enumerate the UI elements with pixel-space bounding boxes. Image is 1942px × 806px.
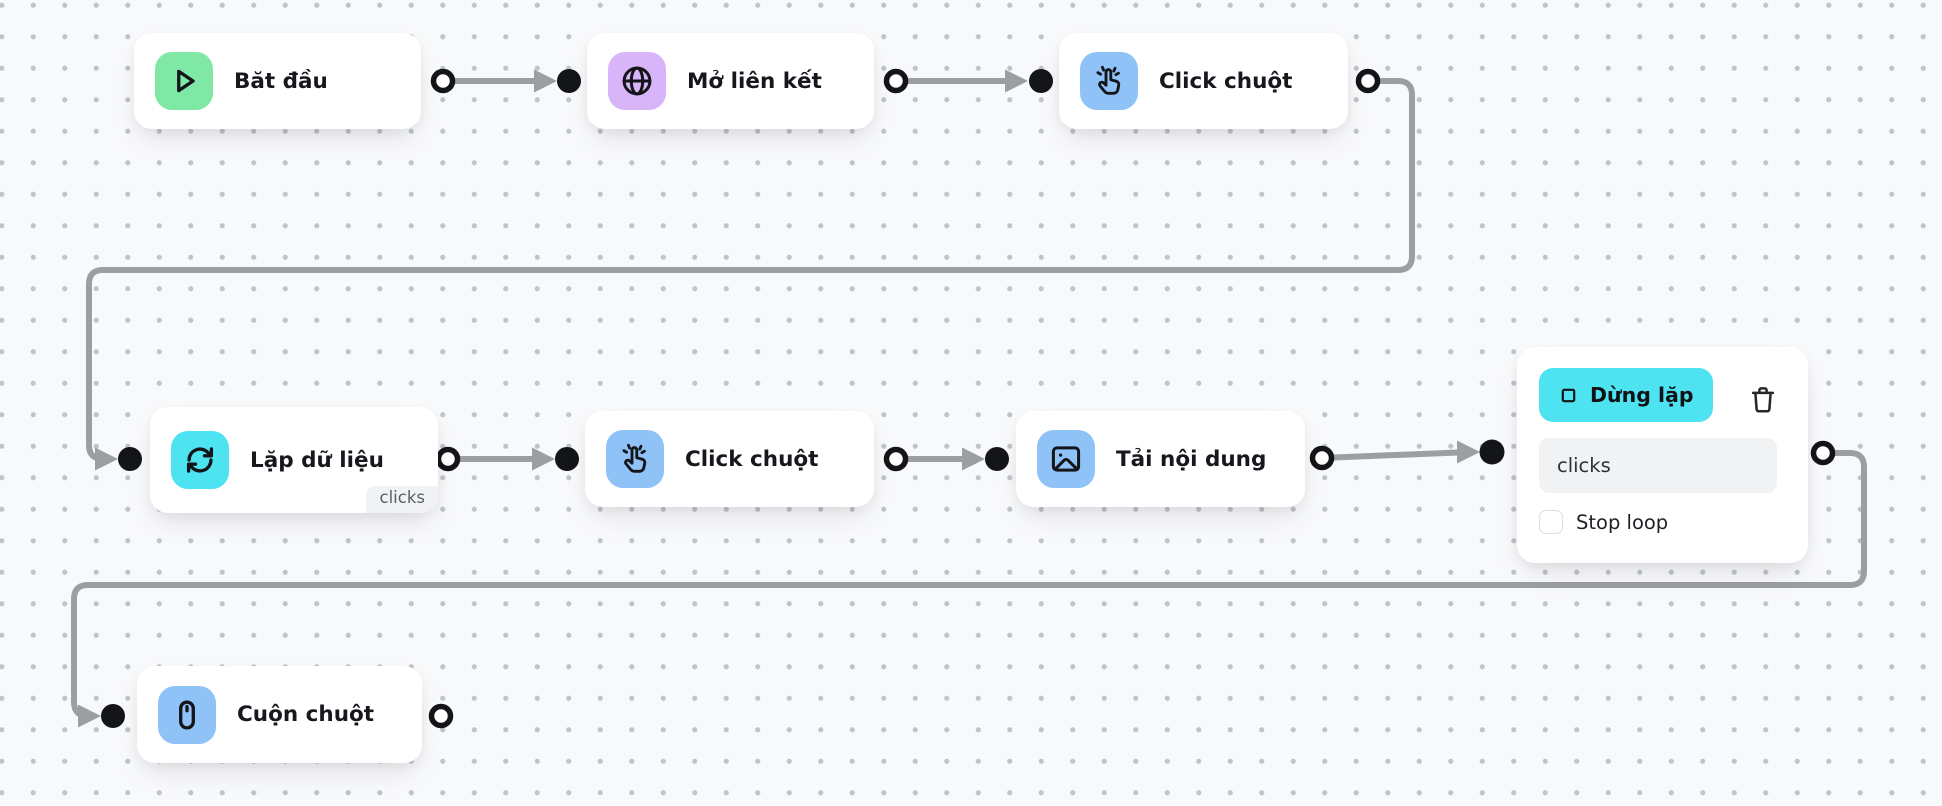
input-port-loop[interactable] [118, 447, 142, 471]
loop-variable-badge: clicks [365, 485, 438, 513]
node-title: Mở liên kết [687, 68, 822, 94]
edge-click1-loop [86, 78, 1415, 462]
output-port-openlink[interactable] [883, 68, 909, 94]
arrowhead-icon [532, 447, 555, 471]
edge-download-stoploop [1321, 449, 1459, 461]
node-start[interactable]: Băt đầu [134, 33, 421, 129]
output-port-start[interactable] [430, 68, 456, 94]
arrowhead-icon [78, 704, 101, 728]
trash-icon [1751, 387, 1775, 413]
node-title: Click chuột [685, 446, 819, 472]
arrowhead-icon [534, 69, 557, 93]
input-port-stoploop[interactable] [1479, 439, 1505, 465]
output-port-click1[interactable] [1355, 68, 1381, 94]
input-port-click2[interactable] [555, 447, 579, 471]
output-port-loop[interactable] [435, 446, 461, 472]
tap-icon [606, 430, 664, 488]
image-icon [1037, 430, 1095, 488]
node-click-1[interactable]: Click chuột [1059, 33, 1348, 129]
node-title: Tải nội dung [1116, 446, 1267, 472]
play-icon [155, 52, 213, 110]
input-port-scroll[interactable] [101, 704, 125, 728]
output-port-stoploop[interactable] [1810, 440, 1836, 466]
node-stop-loop[interactable]: Dừng lặp Stop loop [1517, 347, 1808, 563]
output-port-download[interactable] [1309, 445, 1335, 471]
output-port-click2[interactable] [883, 446, 909, 472]
stop-loop-checkbox-label: Stop loop [1576, 510, 1669, 534]
node-title: Click chuột [1159, 68, 1293, 94]
loop-id-input[interactable] [1539, 438, 1777, 493]
node-download-content[interactable]: Tải nội dung [1016, 411, 1305, 507]
node-scroll-mouse[interactable]: Cuộn chuột [137, 666, 422, 763]
input-port-download[interactable] [985, 447, 1009, 471]
node-title: Băt đầu [234, 68, 328, 94]
tap-icon [1080, 52, 1138, 110]
arrowhead-icon [1005, 69, 1028, 93]
loop-icon [171, 431, 229, 489]
arrowhead-icon [95, 447, 118, 471]
delete-node-button[interactable] [1747, 382, 1781, 416]
node-title: Cuộn chuột [237, 702, 375, 727]
node-loop-data[interactable]: Lặp dữ liệu clicks [150, 407, 438, 513]
stop-loop-checkbox[interactable] [1539, 510, 1563, 534]
arrowhead-icon [1457, 440, 1480, 464]
mouse-icon [158, 685, 216, 744]
arrowhead-icon [962, 447, 985, 471]
stop-loop-button[interactable]: Dừng lặp [1539, 368, 1713, 422]
globe-icon [608, 52, 666, 110]
stop-square-icon [1561, 388, 1576, 402]
node-click-2[interactable]: Click chuột [585, 411, 874, 507]
output-port-scroll[interactable] [428, 703, 454, 729]
node-title: Lặp dữ liệu [250, 447, 384, 473]
input-port-openlink[interactable] [557, 69, 581, 93]
stop-loop-button-label: Dừng lặp [1590, 383, 1694, 407]
node-open-link[interactable]: Mở liên kết [587, 33, 874, 129]
input-port-click1[interactable] [1029, 69, 1053, 93]
